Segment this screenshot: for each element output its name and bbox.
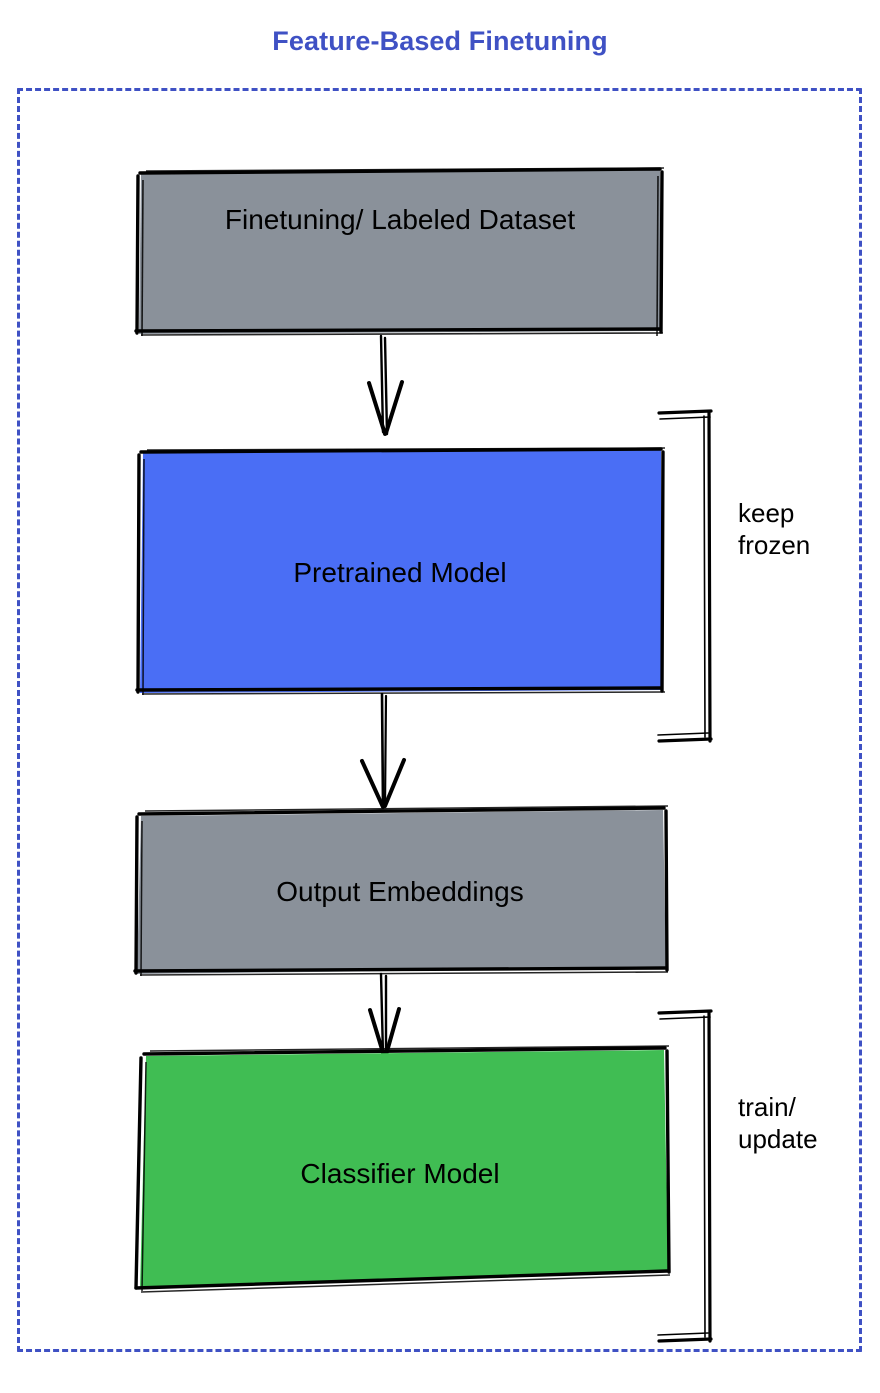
node-embeddings-label: Output Embeddings: [276, 876, 524, 907]
diagram-dashed-frame: [17, 88, 862, 1352]
annotation-train-update-label: train/ update: [738, 1092, 818, 1154]
node-dataset-label: Finetuning/ Labeled Dataset: [224, 204, 576, 235]
node-classifier-label: Classifier Model: [300, 1158, 500, 1189]
annotation-keep-frozen-label: keep frozen: [738, 498, 811, 560]
node-pretrained-label: Pretrained Model: [293, 557, 507, 588]
page-title: Feature-Based Finetuning: [272, 26, 608, 56]
